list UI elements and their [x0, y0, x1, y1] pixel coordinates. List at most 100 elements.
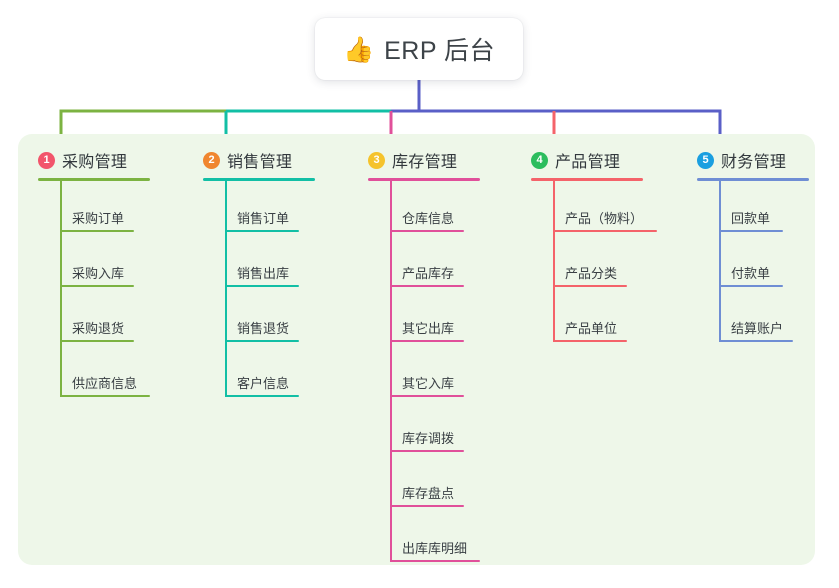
leaf-item-label: 仓库信息	[402, 211, 455, 226]
leaf-item-underline	[719, 285, 783, 287]
leaf-item-underline	[225, 230, 299, 232]
diagram-panel	[18, 134, 815, 565]
leaf-item-label: 供应商信息	[72, 376, 138, 391]
leaf-item-label: 出库库明细	[402, 541, 468, 556]
branch-header-2[interactable]: 2 销售管理	[203, 148, 315, 172]
leaf-item-underline	[553, 285, 627, 287]
leaf-item[interactable]: 出库库明细	[368, 511, 480, 566]
leaf-item-underline	[390, 505, 464, 507]
branch-underline-3	[368, 178, 480, 181]
leaf-item-underline	[390, 450, 464, 452]
branch-spine-3	[390, 181, 392, 562]
leaf-item[interactable]: 采购入库	[38, 236, 150, 291]
branch-column-4: 4 产品管理产品（物料） 产品分类产品单位	[531, 148, 657, 346]
branch-badge-1: 1	[38, 151, 55, 169]
leaf-item-underline	[719, 340, 793, 342]
branch-title-1: 采购管理	[62, 154, 128, 171]
leaf-item-underline	[390, 560, 480, 562]
branch-badge-5: 5	[697, 151, 714, 169]
leaf-item-label: 库存盘点	[402, 486, 455, 501]
leaf-item[interactable]: 付款单	[697, 236, 809, 291]
branch-spine-2	[225, 181, 227, 397]
leaf-item-underline	[60, 395, 150, 397]
branch-title-3: 库存管理	[392, 154, 458, 171]
branch-underline-1	[38, 178, 150, 181]
leaf-item-label: 采购订单	[72, 211, 125, 226]
leaf-item-label: 结算账户	[731, 321, 784, 336]
leaf-item-underline	[60, 285, 134, 287]
leaf-item-label: 回款单	[731, 211, 771, 226]
leaf-item[interactable]: 库存盘点	[368, 456, 480, 511]
leaf-item-label: 产品（物料）	[565, 211, 644, 226]
branch-spine-4	[553, 181, 555, 342]
leaf-item[interactable]: 其它入库	[368, 346, 480, 401]
branch-items-5: 回款单付款单结算账户	[697, 181, 809, 346]
branch-header-3[interactable]: 3 库存管理	[368, 148, 480, 172]
branch-badge-2: 2	[203, 151, 220, 169]
leaf-item[interactable]: 库存调拨	[368, 401, 480, 456]
branch-spine-1	[60, 181, 62, 397]
leaf-item-label: 产品库存	[402, 266, 455, 281]
leaf-item-underline	[390, 230, 464, 232]
leaf-item-label: 销售出库	[237, 266, 290, 281]
leaf-item-label: 其它出库	[402, 321, 455, 336]
branch-header-1[interactable]: 1 采购管理	[38, 148, 150, 172]
leaf-item[interactable]: 客户信息	[203, 346, 315, 401]
branch-header-4[interactable]: 4 产品管理	[531, 148, 643, 172]
leaf-item-label: 库存调拨	[402, 431, 455, 446]
leaf-item-label: 采购入库	[72, 266, 125, 281]
leaf-item-label: 销售订单	[237, 211, 290, 226]
leaf-item-underline	[390, 285, 464, 287]
branch-badge-3: 3	[368, 151, 385, 169]
leaf-item[interactable]: 采购订单	[38, 181, 150, 236]
leaf-item[interactable]: 采购退货	[38, 291, 150, 346]
leaf-item[interactable]: 回款单	[697, 181, 809, 236]
branch-title-2: 销售管理	[227, 154, 293, 171]
leaf-item-label: 产品分类	[565, 266, 618, 281]
leaf-item-underline	[553, 340, 627, 342]
leaf-item-underline	[225, 395, 299, 397]
leaf-item[interactable]: 其它出库	[368, 291, 480, 346]
leaf-item-underline	[225, 285, 299, 287]
leaf-item[interactable]: 供应商信息	[38, 346, 150, 401]
leaf-item-underline	[60, 340, 134, 342]
leaf-item-underline	[553, 230, 657, 232]
leaf-item[interactable]: 产品库存	[368, 236, 480, 291]
leaf-item-label: 客户信息	[237, 376, 290, 391]
branch-items-2: 销售订单销售出库销售退货客户信息	[203, 181, 315, 401]
branch-underline-4	[531, 178, 643, 181]
leaf-item[interactable]: 产品单位	[531, 291, 643, 346]
leaf-item-label: 其它入库	[402, 376, 455, 391]
branch-spine-5	[719, 181, 721, 342]
leaf-item[interactable]: 结算账户	[697, 291, 809, 346]
branch-underline-2	[203, 178, 315, 181]
thumbs-up-icon: 👍	[342, 35, 375, 64]
leaf-item-label: 付款单	[731, 266, 771, 281]
leaf-item-underline	[390, 395, 464, 397]
root-node-label: ERP 后台	[384, 37, 496, 65]
leaf-item[interactable]: 销售出库	[203, 236, 315, 291]
branch-column-2: 2 销售管理销售订单销售出库销售退货客户信息	[203, 148, 315, 401]
leaf-item-underline	[60, 230, 134, 232]
leaf-item-underline	[390, 340, 464, 342]
branch-items-1: 采购订单采购入库采购退货供应商信息	[38, 181, 150, 401]
leaf-item-label: 产品单位	[565, 321, 618, 336]
leaf-item[interactable]: 仓库信息	[368, 181, 480, 236]
branch-column-1: 1 采购管理采购订单采购入库采购退货供应商信息	[38, 148, 150, 401]
branch-items-3: 仓库信息产品库存其它出库其它入库库存调拨库存盘点出库库明细	[368, 181, 480, 566]
branch-column-3: 3 库存管理仓库信息产品库存其它出库其它入库库存调拨库存盘点出库库明细	[368, 148, 480, 566]
leaf-item-underline	[225, 340, 299, 342]
branch-underline-5	[697, 178, 809, 181]
branch-items-4: 产品（物料） 产品分类产品单位	[531, 181, 657, 346]
root-node[interactable]: 👍 ERP 后台	[315, 18, 523, 80]
branch-title-4: 产品管理	[555, 154, 621, 171]
leaf-item[interactable]: 销售订单	[203, 181, 315, 236]
leaf-item[interactable]: 产品（物料）	[531, 181, 657, 236]
leaf-item[interactable]: 产品分类	[531, 236, 643, 291]
leaf-item-label: 采购退货	[72, 321, 125, 336]
branch-badge-4: 4	[531, 151, 548, 169]
leaf-item[interactable]: 销售退货	[203, 291, 315, 346]
